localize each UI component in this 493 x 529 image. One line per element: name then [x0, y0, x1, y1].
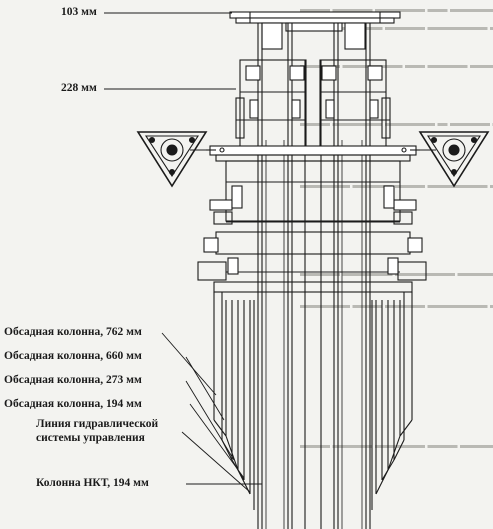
leader-194 [189, 403, 245, 479]
label-hydraulic-line-1: Линия гидравлической [36, 418, 159, 430]
leader-762 [161, 332, 217, 396]
label-casing-273: Обсадная колонна, 273 мм [4, 374, 142, 386]
center-gap [304, 60, 322, 529]
left-bore [257, 23, 293, 529]
leader-660 [185, 356, 225, 421]
top-cap [229, 11, 401, 50]
leader-lines [104, 12, 262, 493]
label-casing-762: Обсадная колонна, 762 мм [4, 326, 142, 338]
label-casing-660: Обсадная колонна, 660 мм [4, 350, 142, 362]
label-228mm: 228 мм [61, 82, 97, 94]
upper-body [235, 59, 391, 151]
right-bore [333, 23, 371, 529]
label-hydraulic-line-2: системы управления [36, 432, 145, 444]
label-103mm: 103 мм [61, 6, 97, 18]
label-casing-194: Обсадная колонна, 194 мм [4, 398, 142, 410]
left-triangle-valve [136, 131, 216, 188]
lower-hanger [197, 231, 427, 440]
label-tubing: Колонна НКТ, 194 мм [36, 477, 149, 489]
leader-273 [185, 380, 235, 461]
leader-hydraulic [181, 431, 251, 493]
right-triangle-valve [410, 131, 490, 188]
casing-walls-right [371, 300, 413, 510]
main-flange [190, 145, 436, 162]
casing-walls-left [213, 300, 255, 510]
middle-body [209, 160, 417, 225]
